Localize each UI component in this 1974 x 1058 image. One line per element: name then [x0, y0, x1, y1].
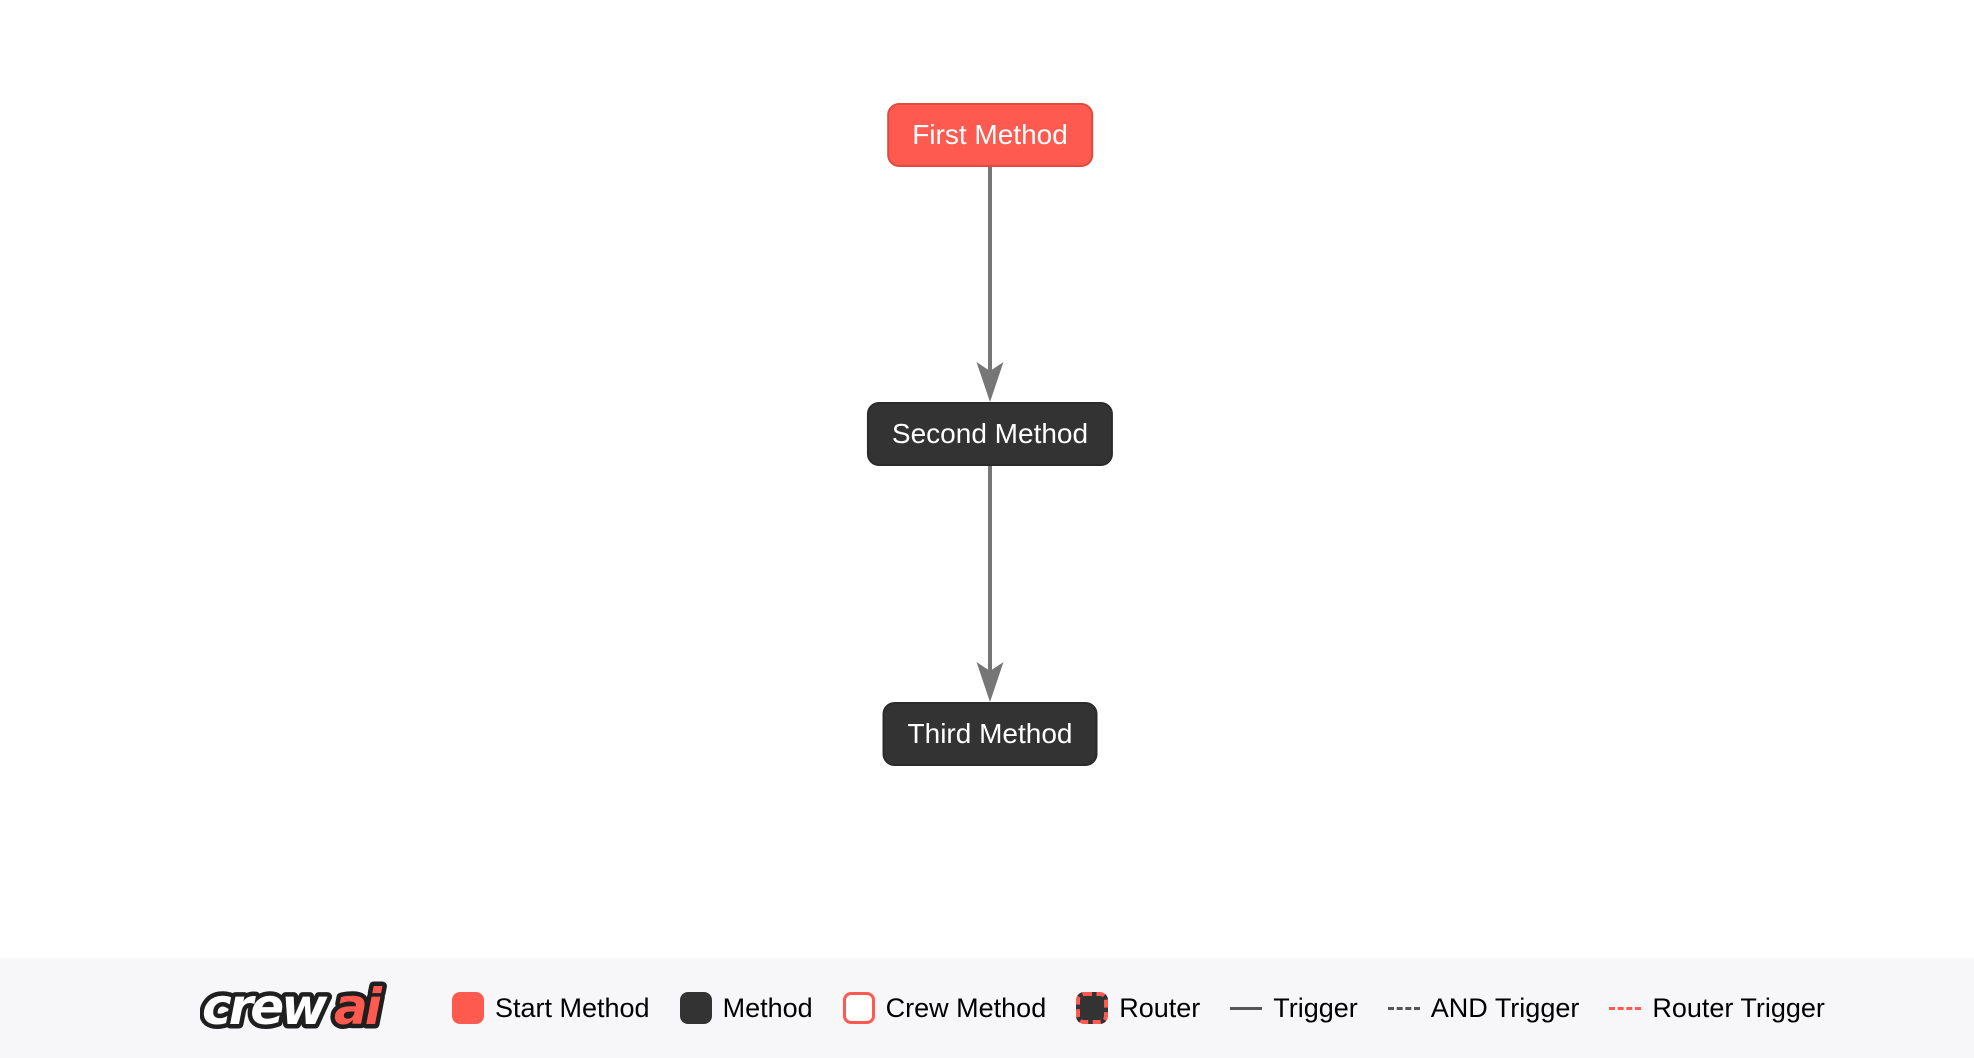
edge-trigger-1 — [976, 167, 1004, 402]
start-method-swatch-icon — [452, 992, 484, 1024]
legend-item-router: Router — [1076, 992, 1200, 1024]
logo-text-ai: ai — [334, 978, 383, 1036]
legend-label-start-method: Start Method — [495, 992, 650, 1023]
legend-label-and-trigger: AND Trigger — [1430, 992, 1580, 1023]
crew-method-swatch-icon — [842, 992, 875, 1024]
router-trigger-line-icon — [1609, 1006, 1642, 1010]
flow-canvas[interactable]: First Method Second Method Third Method — [0, 0, 1974, 958]
node-first-method[interactable]: First Method — [887, 103, 1093, 167]
method-swatch-icon — [679, 992, 712, 1024]
node-second-method[interactable]: Second Method — [866, 402, 1114, 466]
legend-label-crew-method: Crew Method — [885, 992, 1047, 1023]
legend-item-crew-method: Crew Method — [842, 992, 1047, 1024]
legend-label-router: Router — [1119, 992, 1201, 1023]
and-trigger-line-icon — [1387, 1006, 1420, 1010]
legend-label-trigger: Trigger — [1273, 992, 1358, 1023]
edge-trigger-2 — [976, 466, 1004, 702]
node-third-method[interactable]: Third Method — [882, 702, 1098, 766]
legend-item-start-method: Start Method — [452, 992, 650, 1024]
logo-text-crew: crew — [202, 978, 328, 1036]
router-swatch-icon — [1076, 992, 1109, 1024]
legend-item-trigger: Trigger — [1230, 993, 1358, 1024]
legend-item-router-trigger: Router Trigger — [1609, 993, 1825, 1024]
legend-item-and-trigger: AND Trigger — [1387, 992, 1580, 1024]
legend-bar: crew ai Start Method Method Crew Method … — [0, 958, 1974, 1058]
legend-label-method: Method — [722, 992, 813, 1023]
legend-label-router-trigger: Router Trigger — [1652, 992, 1825, 1023]
legend-item-method: Method — [679, 992, 813, 1024]
trigger-line-icon — [1230, 1006, 1263, 1010]
crewai-logo: crew ai — [200, 974, 390, 1041]
